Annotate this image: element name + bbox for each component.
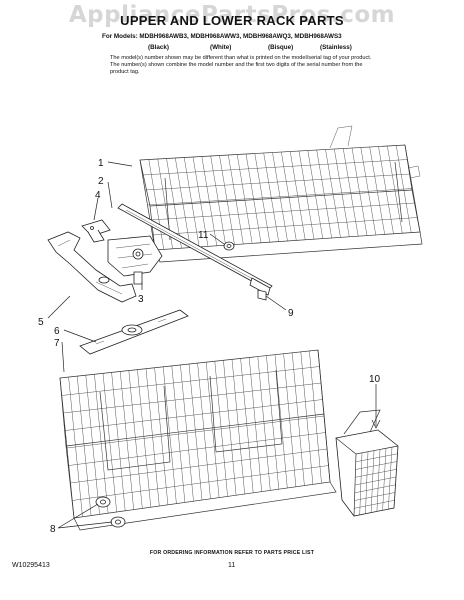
variant-bisque: (Bisque) [268, 44, 294, 51]
leader-lines [47, 161, 381, 529]
variant-black: (Black) [148, 44, 169, 51]
document-number: W10295413 [12, 562, 50, 569]
lower-spray-arm [79, 309, 189, 355]
callout-8: 8 [50, 524, 56, 535]
callout-1: 1 [98, 158, 104, 169]
rail-clip [81, 219, 111, 243]
callout-numbers: 1 2 3 4 5 6 7 8 9 10 11 [38, 158, 381, 535]
callout-7: 7 [54, 338, 60, 349]
wire-grid [354, 447, 398, 515]
callout-3: 3 [138, 294, 144, 305]
variant-stainless: (Stainless) [320, 44, 352, 51]
watermark: AppliancePartsPros.com [68, 2, 396, 28]
callout-10: 10 [369, 374, 381, 385]
variant-white: (White) [210, 44, 232, 51]
callout-6: 6 [54, 326, 60, 337]
ordering-info: FOR ORDERING INFORMATION REFER TO PARTS … [149, 550, 315, 556]
upper-rack [139, 125, 423, 263]
rail-end-cap [223, 241, 235, 251]
rack-rail [117, 203, 273, 296]
callout-2: 2 [98, 176, 104, 187]
callout-4: 4 [95, 190, 101, 201]
spray-tube [47, 231, 137, 303]
spray-arm-manifold [107, 235, 163, 285]
page-title: UPPER AND LOWER RACK PARTS [120, 13, 344, 28]
rail-stop [257, 289, 267, 301]
models-line: For Models: MDBH968AWB3, MDBH968AWW3, MD… [102, 33, 342, 40]
callout-5: 5 [38, 317, 44, 328]
rack-wheels [95, 496, 126, 528]
model-note: The model(s) number shown may be differe… [110, 55, 372, 75]
lower-rack [59, 349, 337, 531]
wire-grid [142, 145, 418, 250]
callout-9: 9 [288, 308, 294, 319]
page-number: 11 [228, 562, 236, 569]
callout-11: 11 [198, 230, 209, 241]
wire-grid [61, 350, 329, 517]
silverware-basket [335, 409, 399, 517]
